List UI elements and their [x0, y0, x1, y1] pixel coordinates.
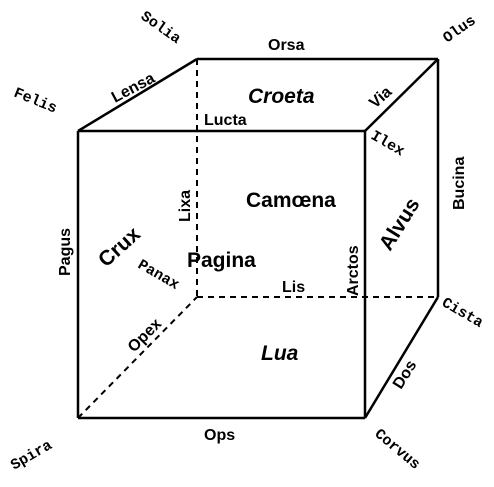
hidden-edges — [77, 59, 438, 419]
edge-top-right — [364, 58, 439, 132]
edge-label-ops: Ops — [204, 427, 235, 444]
vertex-label-corvus: Corvus — [371, 426, 423, 474]
face-label-alvus: Alvus — [375, 194, 425, 255]
edge-label-lucta: Lucta — [204, 112, 247, 129]
vertex-label-cista: Cista — [439, 295, 486, 332]
vertex-label-ilex: Ilex — [368, 128, 408, 161]
edge-top-left — [77, 57, 198, 133]
vertex-label-solia: Solia — [137, 8, 184, 48]
edge-label-arctos: Arctos — [345, 245, 362, 296]
vertex-label-olus: Olus — [440, 13, 479, 48]
face-label-pagina: Pagina — [187, 249, 256, 272]
edge-label-via: Via — [366, 83, 395, 112]
edge-label-pagus: Pagus — [57, 228, 74, 276]
cube-edges — [76, 57, 440, 420]
edge-label-lixa: Lixa — [177, 190, 194, 222]
vertex-label-felis: Felis — [11, 85, 59, 118]
face-label-camoena: Camœna — [246, 189, 336, 212]
face-label-lua: Lua — [261, 342, 299, 365]
vertex-label-spira: Spira — [8, 437, 55, 474]
edge-bottom-right — [363, 296, 440, 419]
edge-label-bucina: Bucina — [451, 157, 468, 210]
face-label-croeta: Croeta — [248, 85, 315, 108]
vertex-label-panax: Panax — [135, 257, 182, 294]
edge-label-dos: Dos — [390, 357, 420, 392]
edge-label-lensa: Lensa — [109, 70, 158, 107]
edge-hidden-bottom-left — [77, 296, 198, 419]
edge-label-orsa: Orsa — [268, 37, 305, 54]
edge-label-lis: Lis — [282, 279, 305, 296]
